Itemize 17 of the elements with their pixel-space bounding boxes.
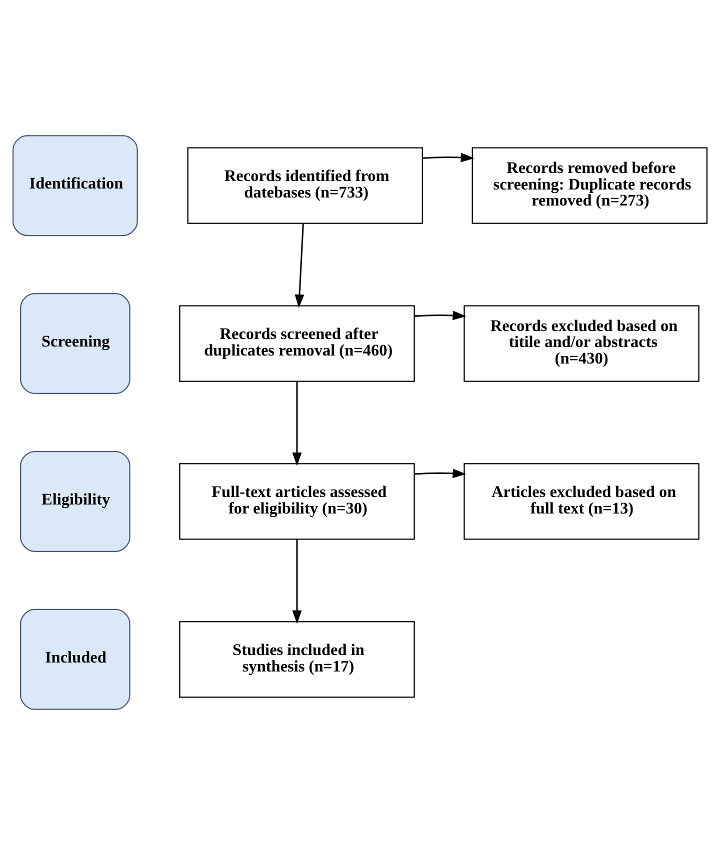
node-box: Records screened after duplicates removal (n=460) <box>179 305 415 382</box>
node-box: Full-text articles assessed for eligibility (n=30) <box>179 463 415 540</box>
arrow <box>292 540 302 624</box>
node-box: Records removed before screening: Duplicate records removed (n=273) <box>472 147 708 224</box>
node-box: Screening <box>20 293 130 394</box>
arrow <box>414 310 466 320</box>
arrow <box>294 224 304 308</box>
node-box: Studies included in synthesis (n=17) <box>179 621 415 698</box>
node-box: Eligibility <box>20 450 130 552</box>
arrow <box>292 382 302 466</box>
node-box: Records identified from datebases (n=733) <box>187 147 423 224</box>
node-box: Included <box>20 608 130 710</box>
node-box: Identification <box>12 135 138 236</box>
node-box: Records excluded based on titile and/or abstracts (n=430) <box>464 305 700 382</box>
node-box: Articles excluded based on full text (n=13) <box>464 463 700 540</box>
arrow <box>422 152 474 162</box>
arrow <box>414 468 466 478</box>
